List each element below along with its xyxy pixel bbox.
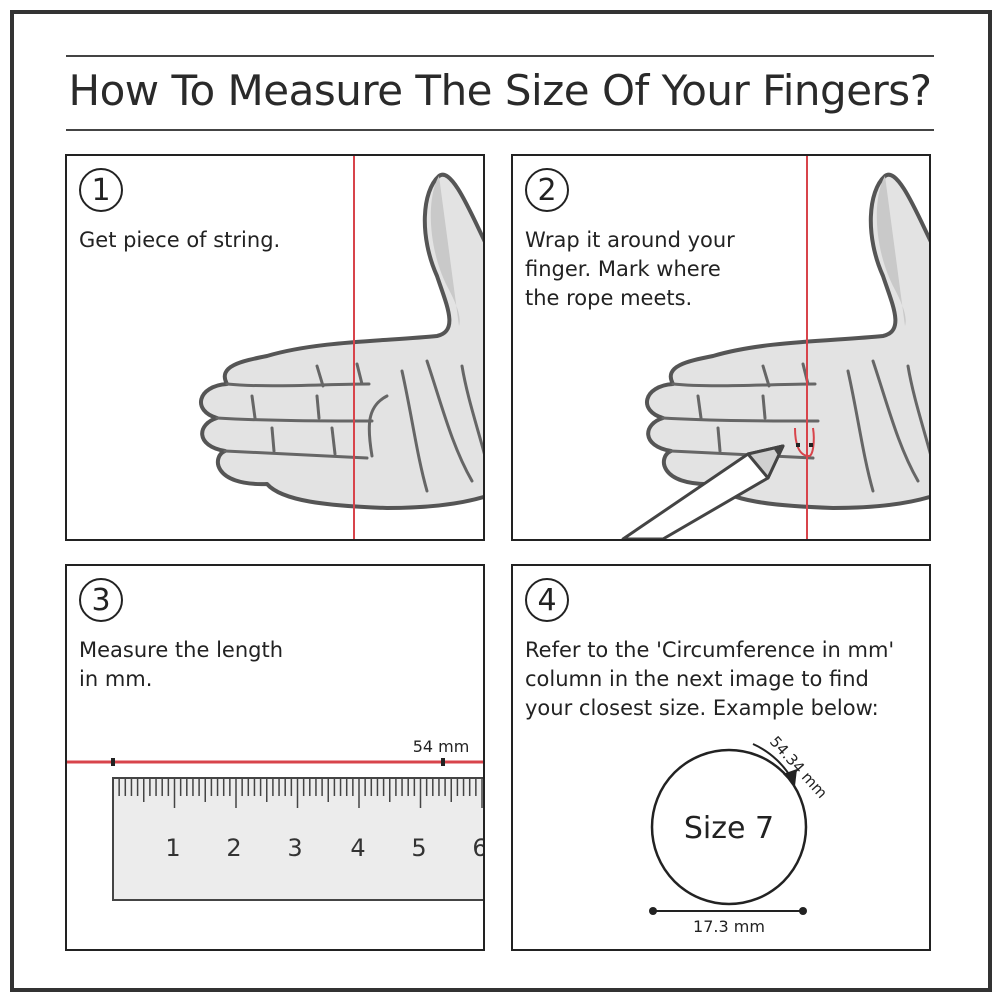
ring-circle (650, 748, 808, 906)
pen-icon (621, 444, 785, 539)
ruler-number: 5 (411, 834, 426, 862)
step-4-number: 4 (525, 578, 569, 622)
arrow-icon (783, 769, 797, 786)
ruler-number: 4 (350, 834, 365, 862)
outer-frame (10, 10, 992, 992)
ruler-number: 6 (472, 834, 483, 862)
step-1-number: 1 (79, 168, 123, 212)
ring-size-label: Size 7 (684, 811, 774, 846)
step-3-number: 3 (79, 578, 123, 622)
step-2-number: 2 (525, 168, 569, 212)
ruler-number: 2 (226, 834, 241, 862)
step-3-panel: 1 2 3 4 5 6 54 mm 3 Measure the length i… (65, 564, 485, 951)
ring-size-illustration: Size 7 54.34 mm 17.3 mm (649, 733, 831, 936)
ruler-illustration: 1 2 3 4 5 6 54 mm (67, 737, 483, 901)
title-bottom-rule (66, 129, 934, 131)
step-2-text: Wrap it around your finger. Mark where t… (525, 228, 735, 310)
title-top-rule (66, 55, 934, 57)
string-mark-end (441, 758, 445, 766)
ruler-number: 3 (287, 834, 302, 862)
diameter-label: 17.3 mm (693, 917, 765, 936)
step-3-text: Measure the length in mm. (79, 638, 284, 691)
page-title: How To Measure The Size Of Your Fingers? (68, 66, 932, 115)
ruler-ticks (118, 778, 483, 808)
hand-with-pen-illustration (621, 156, 929, 539)
step-4-panel: Size 7 54.34 mm 17.3 mm 4 Refer to the '… (511, 564, 931, 951)
string-mark-start (111, 758, 115, 766)
step-2-panel: 2 Wrap it around your finger. Mark where… (511, 154, 931, 541)
step-1-panel: 1 Get piece of string. (65, 154, 485, 541)
step-4-text: Refer to the 'Circumference in mm' colum… (525, 638, 895, 720)
step-1-text: Get piece of string. (79, 228, 281, 252)
measure-label: 54 mm (413, 737, 470, 756)
hand-with-string-illustration (199, 156, 483, 539)
ruler-number: 1 (165, 834, 180, 862)
